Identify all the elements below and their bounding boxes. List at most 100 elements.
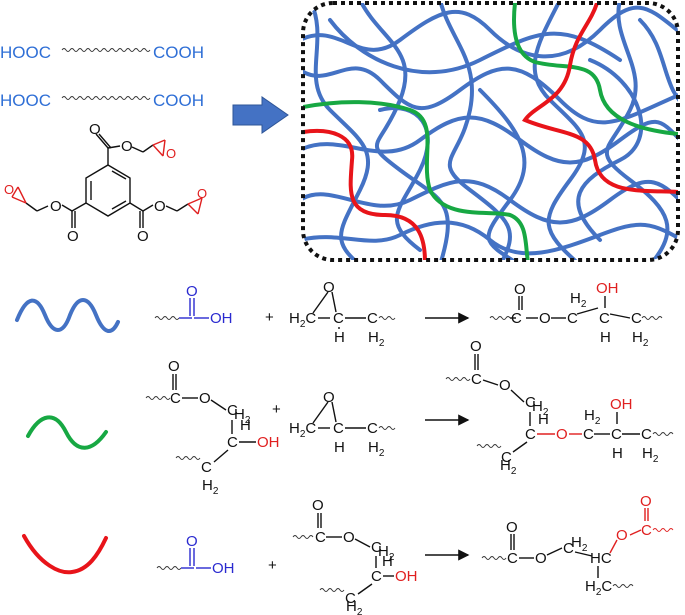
ch-label: HC (590, 550, 612, 567)
carbonyl-o-label: O (137, 228, 149, 245)
plus-sign: + (268, 557, 277, 574)
epoxide-o-label: O (323, 279, 335, 296)
red-crosslink-chains (303, 3, 678, 260)
carbonyl-o-label: O (67, 228, 79, 245)
carbonyl-o-label: O (514, 281, 526, 298)
blue-network-chains (303, 3, 678, 260)
c-label: C (631, 310, 642, 327)
h2-label: H2 (632, 329, 649, 349)
c-label: C (507, 550, 518, 567)
h2-label: H2 (368, 439, 385, 459)
c-label: C (227, 434, 238, 451)
h2-label: H2 (500, 457, 517, 477)
carbonyl-o-label: O (506, 519, 518, 536)
green-crosslink-chains (303, 3, 678, 260)
h2c-label: H2C (289, 420, 316, 440)
h-label: H (612, 445, 623, 462)
c-label: C (567, 310, 578, 327)
network-border (301, 1, 680, 262)
c-label: C (583, 426, 594, 443)
ester-o-label: O (121, 138, 133, 155)
cooh-label: COOH (153, 91, 204, 110)
h-label: H (600, 329, 611, 346)
c-label: C (501, 449, 512, 466)
hooc-label: HOOC (0, 43, 51, 62)
cooh-label: COOH (153, 43, 204, 62)
ester-o-label: O (616, 527, 628, 544)
h-label: H (334, 439, 345, 456)
c-label: C (599, 310, 610, 327)
epoxide-o-label: O (323, 389, 335, 406)
hydroxyl-label: OH (610, 396, 633, 413)
h-label: H (334, 329, 345, 346)
h2-label: H2 (570, 290, 587, 310)
carbonyl-o-label: O (470, 338, 482, 355)
h-label: H (240, 417, 251, 434)
h2-label: H2 (202, 477, 219, 497)
c-label: C (471, 371, 482, 388)
c-label: C (315, 529, 326, 546)
ester-o-label: O (50, 198, 62, 215)
carbonyl-o-label: O (186, 533, 198, 550)
hydroxyl-label: OH (395, 568, 418, 585)
red-curve-icon (22, 534, 108, 575)
ch-label: C (333, 310, 344, 327)
epoxide-o-label: O (4, 182, 14, 197)
polymer-network-panel (301, 1, 680, 262)
c-label: C (641, 426, 652, 443)
process-arrow-icon (232, 96, 289, 134)
h2-label: H2 (642, 445, 659, 465)
ester-o-label: O (499, 377, 511, 394)
h2c-label: H2C (585, 578, 612, 598)
plus-sign: + (265, 309, 274, 326)
ch2-label: C (367, 420, 378, 437)
h2-label: H2 (346, 598, 363, 615)
epoxide-o-label: O (197, 186, 207, 201)
epoxide-o-label: O (166, 146, 176, 161)
reaction-row-3: O OH + C O O C H2 C OH H C H2 C O O C (22, 493, 674, 615)
h2-label: H2 (368, 329, 385, 349)
ester-o-label: O (199, 390, 211, 407)
hydroxyl-label: OH (212, 560, 235, 577)
hooc-label: HOOC (0, 91, 51, 110)
h2-label: H2 (584, 407, 601, 427)
c-label: C (563, 540, 574, 557)
triepoxy-crosslinker-structure: O O O O O O O O O (4, 121, 207, 245)
hydroxyl-label: OH (257, 434, 280, 451)
green-wave-icon (26, 415, 108, 450)
plus-sign: + (272, 401, 281, 418)
ester-o-label: O (154, 198, 166, 215)
hydroxyl-label: OH (210, 310, 233, 327)
benzene-ring (85, 164, 131, 217)
carbonyl-o-label: O (186, 283, 198, 300)
chain-squiggle (61, 96, 151, 100)
ester-o-label: O (539, 310, 551, 327)
diacid-monomer-1: HOOC COOH (0, 43, 204, 62)
reaction-row-1: O OH + H2C C H O C H2 C O O C H2 C OH H (15, 279, 663, 349)
c-label: C (371, 539, 382, 556)
c-label: C (525, 394, 536, 411)
hydroxyl-label: OH (596, 280, 619, 297)
ch-label: C (333, 420, 344, 437)
c-label: C (227, 402, 238, 419)
h-label: H (382, 553, 393, 570)
diacid-monomer-2: HOOC COOH (0, 91, 204, 110)
ether-o-label: O (556, 426, 568, 443)
c-label: C (611, 426, 622, 443)
c-label: C (641, 522, 652, 539)
h-label: H (538, 411, 549, 428)
c-label: C (525, 426, 536, 443)
ester-o-label: O (343, 529, 355, 546)
h2c-label: H2C (289, 310, 316, 330)
carbonyl-o-label: O (640, 493, 652, 510)
c-label: C (345, 590, 356, 607)
c-label: C (511, 310, 522, 327)
carbonyl-o-label: O (168, 358, 180, 375)
ester-o-label: O (535, 550, 547, 567)
blue-wave-icon (15, 298, 120, 333)
chain-squiggle (61, 48, 151, 52)
ch2-label: C (367, 310, 378, 327)
carbonyl-o-label: O (89, 121, 101, 138)
reaction-row-2: C O O C H2 C OH H C H2 + H2C C H O C H2 … (26, 338, 674, 497)
